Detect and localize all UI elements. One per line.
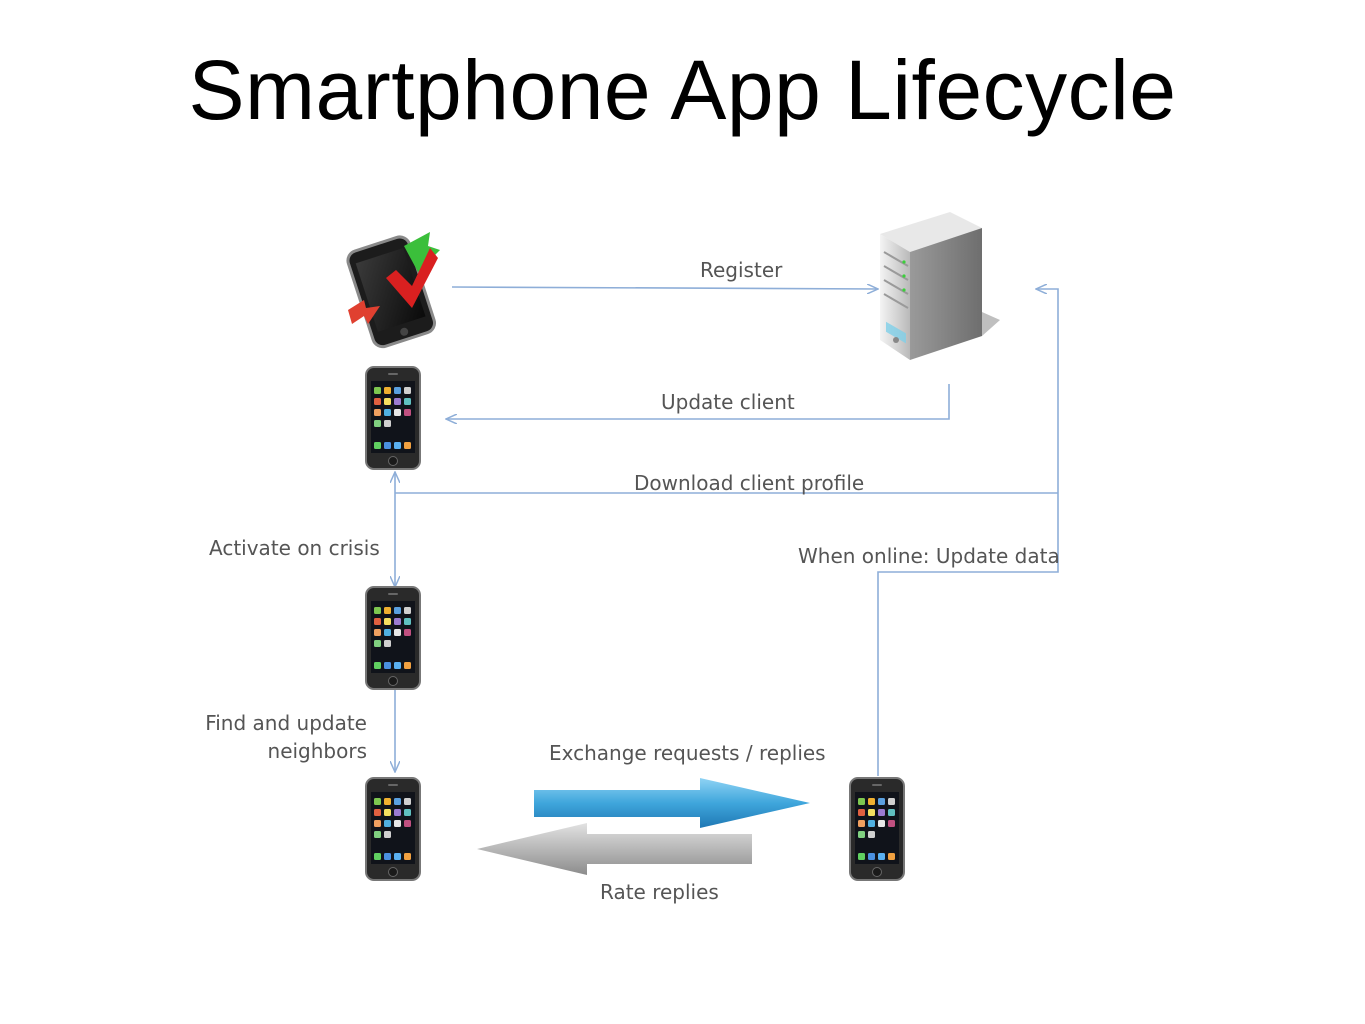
smartphone-icon: [365, 366, 421, 470]
exchange-label: Exchange requests / replies: [549, 741, 826, 765]
update-client-arrow: [446, 384, 950, 419]
smartphone-icon: [849, 777, 905, 881]
find-neighbors-label-line1: Find and update: [205, 711, 367, 735]
connector-lines: [395, 287, 1059, 776]
rate-label: Rate replies: [600, 880, 719, 904]
register-label: Register: [700, 258, 783, 282]
update-client-label: Update client: [661, 390, 795, 414]
register-arrow: [451, 287, 878, 289]
phone-sync-icon: [346, 232, 440, 349]
slide-title: Smartphone App Lifecycle: [188, 43, 1177, 137]
smartphone-icon: [365, 777, 421, 881]
server-icon: [880, 212, 1000, 360]
update-data-label: When online: Update data: [798, 544, 1060, 568]
update-data-line: [877, 493, 1059, 776]
activate-label: Activate on crisis: [209, 536, 380, 560]
find-neighbors-label-line2: neighbors: [267, 739, 367, 763]
smartphone-icon: [365, 586, 421, 690]
download-profile-label: Download client profile: [634, 471, 865, 495]
exchange-arrow: [534, 778, 810, 828]
rate-arrow: [477, 823, 752, 875]
server-return-arrow: [1036, 289, 1059, 493]
